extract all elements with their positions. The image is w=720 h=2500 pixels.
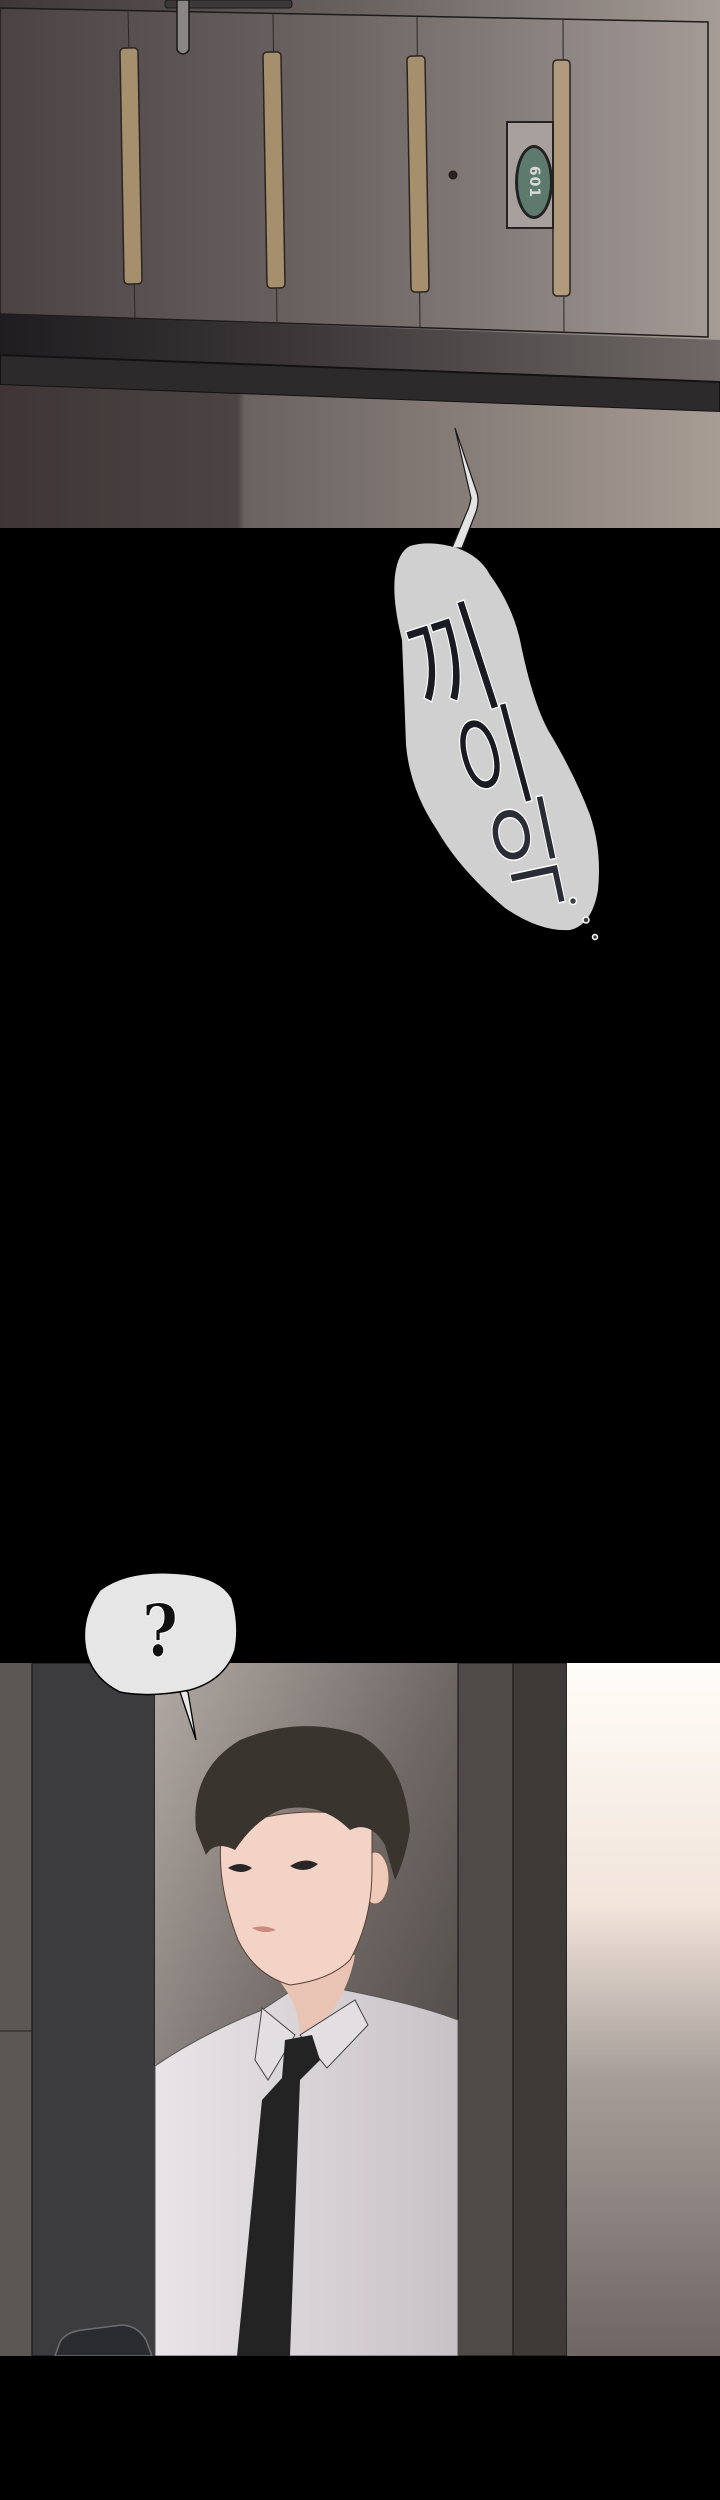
door-frame bbox=[0, 314, 720, 528]
door-illustration bbox=[0, 0, 709, 338]
black-gutter bbox=[0, 528, 720, 1663]
sfx-char-3: 익 bbox=[478, 781, 580, 934]
panel-door: 601 bbox=[0, 0, 720, 528]
room-number-plate: 601 bbox=[515, 145, 553, 219]
panel-man bbox=[0, 1663, 720, 2356]
sfx-bubble bbox=[394, 427, 599, 941]
sfx-text: 끼 이 익 bbox=[391, 584, 600, 934]
question-mark: ? bbox=[142, 1588, 179, 1674]
question-speech-bubble bbox=[83, 1571, 238, 1741]
bottom-gutter bbox=[0, 2356, 720, 2500]
man-illustration bbox=[0, 1663, 720, 2356]
